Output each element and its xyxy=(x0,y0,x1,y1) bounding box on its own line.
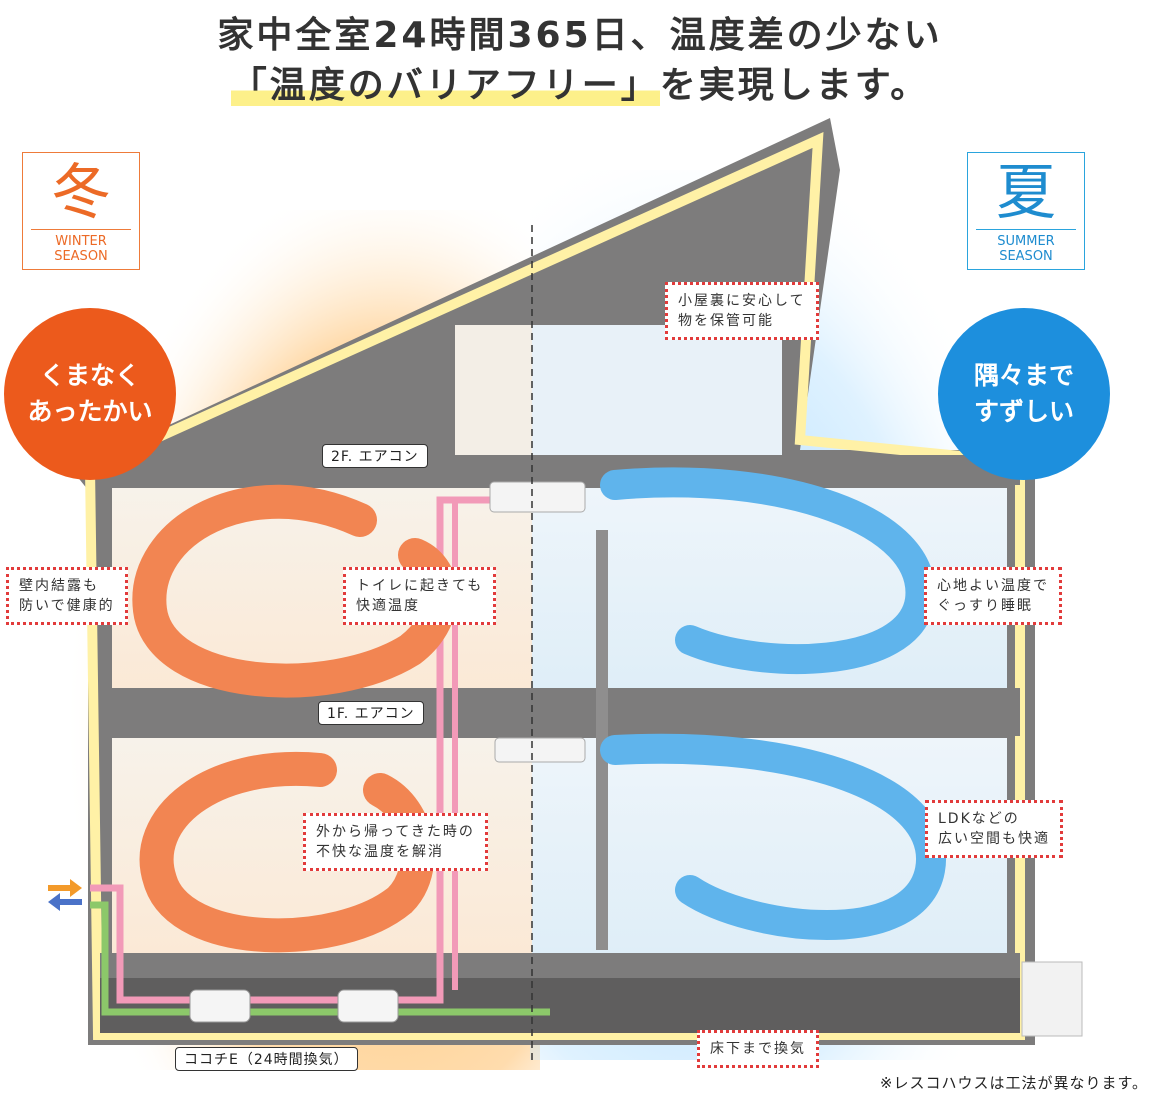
cool-arrow-2f xyxy=(600,467,936,675)
floor-2f xyxy=(100,688,1020,736)
intake-arrow-icon xyxy=(48,879,82,897)
ceiling-2f xyxy=(100,455,1020,485)
floor-1f xyxy=(100,953,1020,978)
attic-right xyxy=(532,325,782,455)
stair-wall xyxy=(596,530,608,950)
headline-line2: 「温度のバリアフリー」を実現します。 xyxy=(0,56,1160,108)
winter-season-box: 冬 WINTER SEASON xyxy=(22,152,140,270)
callout-toilet: トイレに起きても 快適温度 xyxy=(343,567,497,625)
summer-kanji: 夏 xyxy=(996,158,1056,228)
warm-slogan-circle: くまなく あったかい xyxy=(4,308,176,480)
ac-2f-unit xyxy=(489,481,586,513)
cool-slogan-circle: 隅々まで すずしい xyxy=(938,308,1110,480)
cool-arrow-1f xyxy=(600,733,947,940)
callout-ldk: LDKなどの 広い空間も快適 xyxy=(925,800,1063,858)
winter-label: WINTER SEASON xyxy=(54,234,108,264)
callout-sleep: 心地よい温度で ぐっすり睡眠 xyxy=(924,567,1062,625)
footnote: ※レスコハウスは工法が異なります。 xyxy=(879,1074,1148,1092)
vent-unit-1 xyxy=(189,989,251,1023)
winter-kanji: 冬 xyxy=(51,158,111,228)
callout-attic: 小屋裏に安心して 物を保管可能 xyxy=(665,282,819,340)
winter-rule xyxy=(31,229,131,230)
headline-line1: 家中全室24時間365日、温度差の少ない xyxy=(217,15,943,56)
underfloor xyxy=(100,978,1020,1033)
ac-1f-unit xyxy=(494,737,586,763)
headline-line2-rest: を実現します。 xyxy=(659,65,930,106)
return-duct xyxy=(90,901,550,1016)
tag-ac-1f: 1F. エアコン xyxy=(318,701,424,725)
callout-condensation: 壁内結露も 防いで健康的 xyxy=(6,567,128,625)
headline-highlight: 「温度のバリアフリー」 xyxy=(230,65,660,106)
supply-duct xyxy=(90,496,510,1004)
tag-ac-2f: 2F. エアコン xyxy=(322,444,428,468)
exhaust-arrow-icon xyxy=(48,893,82,911)
attic-left xyxy=(455,325,532,455)
summer-season-box: 夏 SUMMER SEASON xyxy=(967,152,1085,270)
callout-return-home: 外から帰ってきた時の 不快な温度を解消 xyxy=(303,813,488,871)
vent-unit-2 xyxy=(337,989,399,1023)
summer-rule xyxy=(976,229,1076,230)
tag-ventilation: ココチE（24時間換気） xyxy=(175,1047,358,1071)
callout-underfloor: 床下まで換気 xyxy=(697,1030,819,1068)
outdoor-unit xyxy=(1021,961,1083,1037)
summer-label: SUMMER SEASON xyxy=(997,234,1055,264)
